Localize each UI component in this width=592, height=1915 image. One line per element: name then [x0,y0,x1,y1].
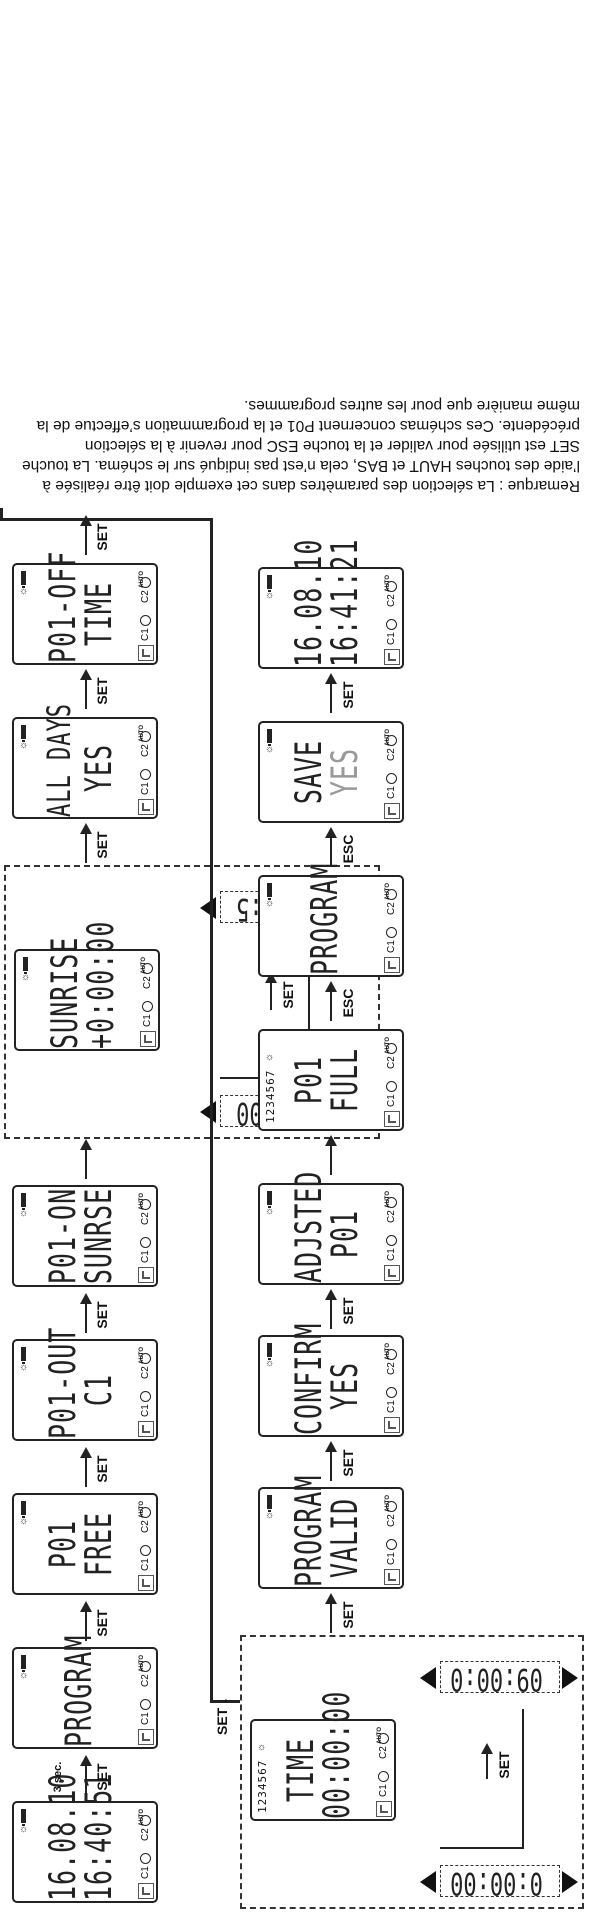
sun-icon: ☼ [256,1743,267,1753]
hand-icon [384,1417,400,1433]
screen-line1: PROGRAM [303,862,346,975]
flow-arrow [330,1451,332,1481]
hand-icon [384,1111,400,1127]
battery-icon [267,1343,272,1357]
screen-line2: YES [323,1361,366,1411]
button-label: ESC [340,988,356,1018]
battery-icon [267,1191,272,1205]
sun-icon: ☼ [264,591,275,601]
button-label: ESC [340,834,356,864]
flow-arrow [330,991,332,1021]
c1-indicator-icon [385,773,397,785]
screen-line2: FULL [323,1047,366,1113]
screen-line2: 16:41:21 [323,538,366,667]
flow-arrow [330,1603,332,1633]
hand-icon [384,957,400,973]
button-label: SET [340,1601,356,1629]
remark-note: Remarque : La sélection des paramètres d… [21,397,580,494]
weekday-indicator: 1234567 [264,1069,277,1123]
connector-line [522,1709,524,1849]
connector-line [440,1847,524,1849]
button-label: SET [496,1751,512,1779]
hand-icon [376,1801,392,1817]
flow-arrow [486,1753,488,1779]
screen-line2: 00:00:00 [315,1690,358,1819]
battery-icon [267,883,272,897]
battery-icon [267,575,272,589]
button-label: SET [340,1449,356,1477]
connector-line [0,503,3,1701]
hand-icon [384,1569,400,1585]
button-label: SET [340,681,356,709]
flow-arrow [330,683,332,713]
sun-icon: ☼ [264,1207,275,1217]
screen-line2: P01 [323,1209,366,1259]
button-label: SET ↓ [214,1696,230,1735]
weekday-indicator: 1234567 [256,1759,269,1813]
c1-indicator-icon [385,1081,397,1093]
hand-icon [384,649,400,665]
sun-icon: ☼ [264,1359,275,1369]
down-arrow-icon [562,1667,578,1689]
battery-icon [267,1495,272,1509]
time-to-value: 09:00:0 [450,1660,543,1696]
c1-indicator-icon [385,927,397,939]
sun-icon: ☼ [264,1511,275,1521]
battery-icon [267,729,272,743]
c1-indicator-icon [385,619,397,631]
c1-indicator-icon [385,1387,397,1399]
c1-indicator-icon [385,1235,397,1247]
c1-indicator-icon [385,1539,397,1551]
c1-indicator-icon [377,1771,389,1783]
connector-line [210,518,213,1701]
connector-line [0,518,212,521]
screen-line2: VALID [323,1497,366,1579]
sun-icon: ☼ [264,899,275,909]
flow-arrow [330,1299,332,1329]
flow-arrow [330,837,332,867]
sun-icon: ☼ [264,1053,275,1063]
screen-line2: YES [323,747,366,797]
hand-icon [384,803,400,819]
flow-arrow [330,1145,332,1175]
button-label: SET [340,1297,356,1325]
hand-icon [384,1265,400,1281]
down-arrow-icon [562,1871,578,1893]
time-from-value: 0:00:00 [450,1864,543,1900]
sun-icon: ☼ [264,745,275,755]
